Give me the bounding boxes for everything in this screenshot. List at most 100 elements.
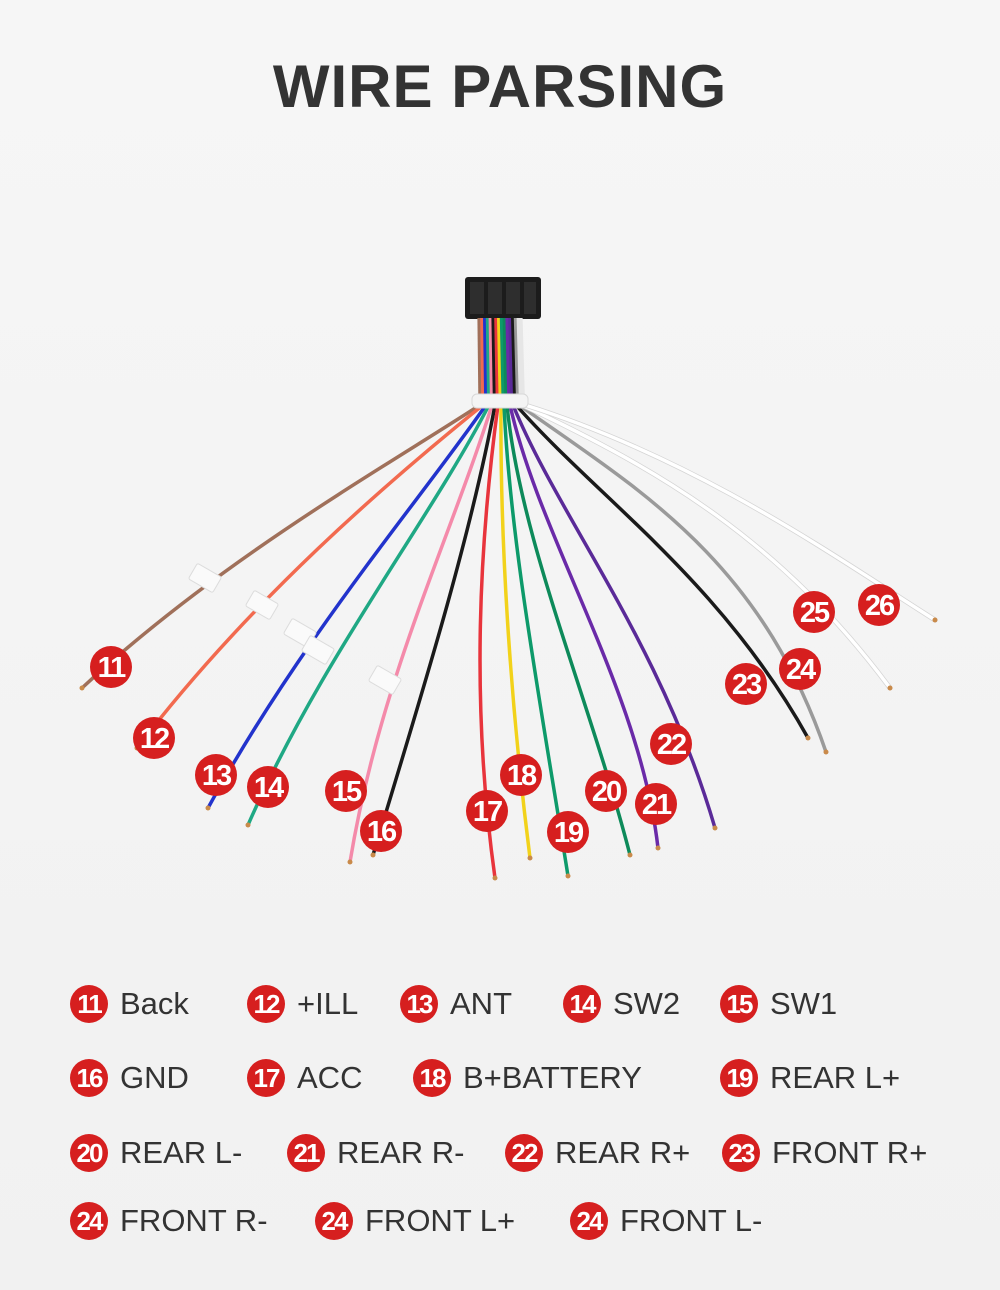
legend-label: SW2 <box>613 986 681 1021</box>
wire-stub-17 <box>494 317 499 406</box>
wire-tip-17 <box>492 875 498 881</box>
wire-tip-26 <box>932 617 938 623</box>
wire-13 <box>206 403 488 810</box>
wire-badge-26: 26 <box>858 584 900 626</box>
legend-label: +ILL <box>297 986 359 1021</box>
wire-tip-21 <box>655 845 661 851</box>
legend-label: REAR L+ <box>770 1060 901 1095</box>
wire-stub-14 <box>485 317 491 406</box>
legend-badge: 24 <box>570 1202 608 1240</box>
legend-label: SW1 <box>770 986 838 1021</box>
wire-stub-24 <box>513 317 520 406</box>
wire-tip-24 <box>823 749 829 755</box>
legend-badge: 16 <box>70 1059 108 1097</box>
wire-badge-number: 16 <box>367 816 397 848</box>
legend-item: 13 ANT <box>400 984 512 1024</box>
wire-badge-circle <box>247 766 289 808</box>
legend-badge: 13 <box>400 985 438 1023</box>
legend-item: 21 REAR R- <box>287 1133 464 1173</box>
wire-label-sleeve-11 <box>188 563 222 593</box>
wire-badge-number: 26 <box>865 590 895 622</box>
wire-badge-number: 19 <box>554 817 584 849</box>
wire-badge-number: 17 <box>473 796 502 828</box>
wire-23 <box>514 403 810 740</box>
legend-badge: 20 <box>70 1134 108 1172</box>
wire-badge-23: 23 <box>725 663 767 705</box>
wire-badge-18: 18 <box>500 754 542 796</box>
wire-stub-18 <box>497 317 502 406</box>
wire-22 <box>511 403 717 830</box>
wire-badge-number: 25 <box>800 597 830 629</box>
wire-badge-circle <box>360 810 402 852</box>
legend-item: 24 FRONT L- <box>570 1201 762 1241</box>
legend-label: FRONT L- <box>620 1203 763 1238</box>
legend-badge: 21 <box>287 1134 325 1172</box>
legend-badge: 18 <box>413 1059 451 1097</box>
wire-14 <box>246 403 491 827</box>
wire-badge-circle <box>650 723 692 765</box>
wire-badge-14: 14 <box>247 766 289 808</box>
wire-badge-20: 20 <box>585 770 627 812</box>
wire-tip-23 <box>805 735 811 741</box>
wire-stub-25 <box>516 317 523 406</box>
wire-badge-circle <box>466 790 508 832</box>
legend-label: REAR R+ <box>555 1135 691 1170</box>
wire-stub-26 <box>519 317 526 406</box>
wire-badge-number: 15 <box>332 776 362 808</box>
wire-badge-12: 12 <box>133 717 175 759</box>
wire-tip-20 <box>627 852 633 858</box>
page-title: WIRE PARSING <box>272 53 728 120</box>
wire-tip-22 <box>712 825 718 831</box>
legend-label: ACC <box>297 1060 363 1095</box>
wire-stub-11 <box>477 317 482 406</box>
wire-badge-number: 23 <box>732 669 762 701</box>
wire-stub-21 <box>505 317 511 406</box>
legend-label: Back <box>120 986 189 1021</box>
wire-badge-number: 21 <box>642 789 672 821</box>
wire-tip-13 <box>205 805 211 811</box>
wire-badge-circle <box>725 663 767 705</box>
wire-badge-circle <box>133 717 175 759</box>
wire-stub-16 <box>491 317 497 406</box>
legend-label: GND <box>120 1060 189 1095</box>
legend-badge: 24 <box>70 1202 108 1240</box>
wire-16 <box>371 403 497 857</box>
wire-25 <box>520 403 892 690</box>
wire-badge-circle <box>500 754 542 796</box>
wire-stub-23 <box>511 317 517 406</box>
wire-badge-number: 14 <box>254 772 284 804</box>
wire-badge-number: 11 <box>98 652 127 684</box>
wire-badge-21: 21 <box>635 783 677 825</box>
legend-badge: 19 <box>720 1059 758 1097</box>
wire-badge-19: 19 <box>547 811 589 853</box>
wire-tip-19 <box>565 873 571 879</box>
legend-label: FRONT R- <box>120 1203 268 1238</box>
legend-badge: 24 <box>315 1202 353 1240</box>
wire-tip-11 <box>79 685 85 691</box>
wire-label-sleeve-14 <box>301 635 335 665</box>
wire-badge-circle <box>858 584 900 626</box>
legend-label: FRONT R+ <box>772 1135 928 1170</box>
wire-badge-circle <box>779 648 821 690</box>
wire-badge-circle <box>195 754 237 796</box>
wire-tip-15 <box>347 859 353 865</box>
legend-badge: 12 <box>247 985 285 1023</box>
wire-stub-19 <box>499 317 505 406</box>
wire-badge-number: 20 <box>592 776 621 808</box>
legend-label: REAR R- <box>337 1135 465 1170</box>
legend-badge: 15 <box>720 985 758 1023</box>
legend-label: ANT <box>450 986 512 1021</box>
wire-badge-circle <box>547 811 589 853</box>
legend-item: 12 +ILL <box>247 984 358 1024</box>
